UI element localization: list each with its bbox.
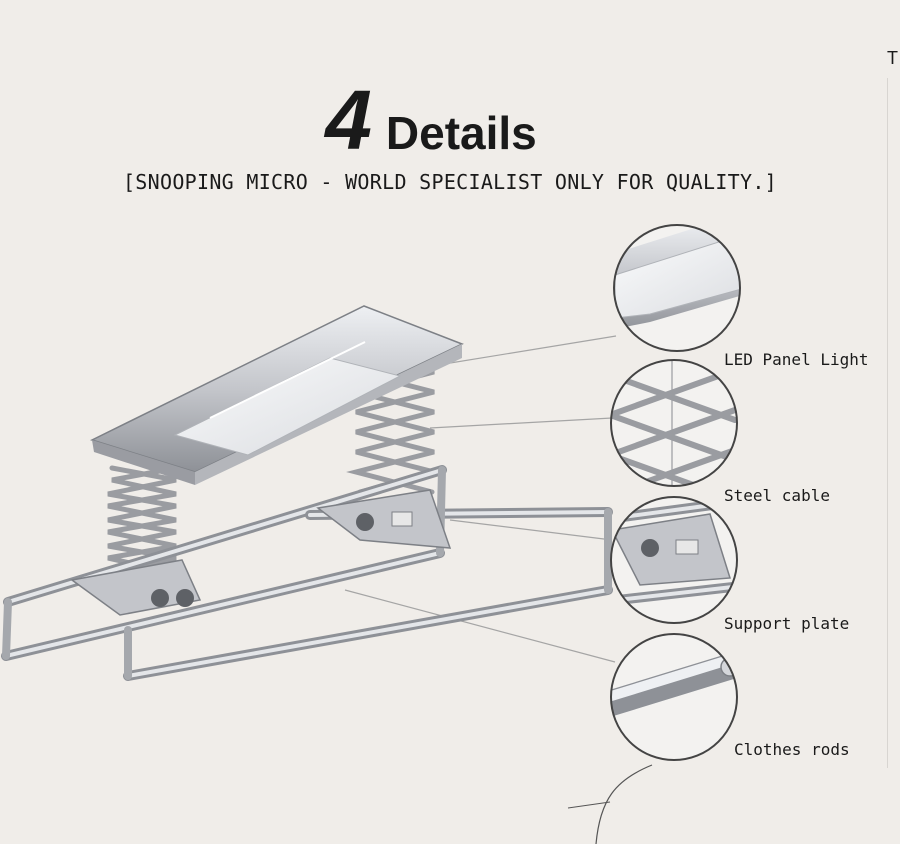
detail-circle-3 [610, 496, 738, 624]
clothes-rack-frame [1, 465, 613, 681]
callout-support-plate: Support plate [724, 614, 850, 633]
led-housing [89, 305, 464, 485]
partial-leader [567, 801, 611, 809]
page-subtitle: [SNOOPING MICRO - WORLD SPECIALIST ONLY … [122, 170, 778, 194]
detail-circle-1 [613, 224, 741, 352]
detail-clothes-rods [611, 634, 737, 760]
title-word: Details [385, 107, 537, 159]
edge-mark: T [887, 48, 898, 68]
callout-led-panel-light: LED Panel Light [724, 350, 869, 369]
detail-steel-cable [611, 360, 737, 486]
edge-divider [887, 78, 888, 768]
callout-steel-cable: Steel cable [724, 486, 830, 505]
detail-circle-2 [610, 359, 738, 487]
title-number: 4 [325, 73, 372, 167]
partial-arc [595, 764, 653, 844]
leader-lines [344, 335, 617, 663]
support-plates [70, 489, 452, 616]
detail-led-panel [614, 225, 740, 351]
callout-clothes-rods: Clothes rods [734, 740, 850, 759]
detail-circle-4 [610, 633, 738, 761]
